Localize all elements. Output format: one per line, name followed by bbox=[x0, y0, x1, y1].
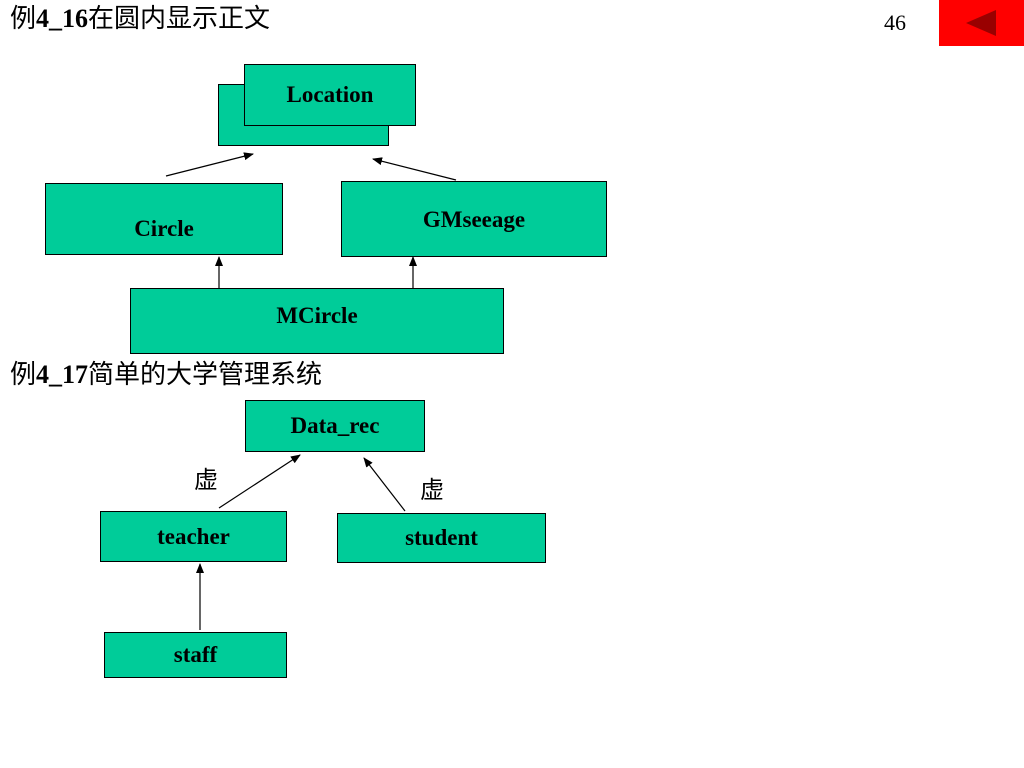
staff-node: staff bbox=[104, 632, 287, 678]
arrow-teacher-to-datarec bbox=[218, 454, 301, 509]
section1-title: 例4_16在圆内显示正文 bbox=[10, 4, 271, 33]
page-number: 46 bbox=[884, 10, 906, 35]
arrow-circle-to-location bbox=[165, 152, 254, 177]
location-node: Location bbox=[244, 64, 416, 126]
circle-node: Circle bbox=[45, 183, 283, 255]
gmessage-node: GMseeage bbox=[341, 181, 607, 257]
arrow-gmessage-to-location bbox=[372, 157, 457, 181]
virtual-label-left: 虚 bbox=[194, 468, 218, 494]
datarec-node: Data_rec bbox=[245, 400, 425, 452]
arrow-student-to-datarec bbox=[363, 457, 406, 512]
student-node: student bbox=[337, 513, 546, 563]
virtual-label-right: 虚 bbox=[420, 478, 444, 504]
back-button[interactable] bbox=[939, 0, 1024, 46]
section2-title: 例4_17简单的大学管理系统 bbox=[10, 360, 323, 389]
teacher-node: teacher bbox=[100, 511, 287, 562]
mcircle-node: MCircle bbox=[130, 288, 504, 354]
back-arrow-icon bbox=[965, 10, 996, 36]
